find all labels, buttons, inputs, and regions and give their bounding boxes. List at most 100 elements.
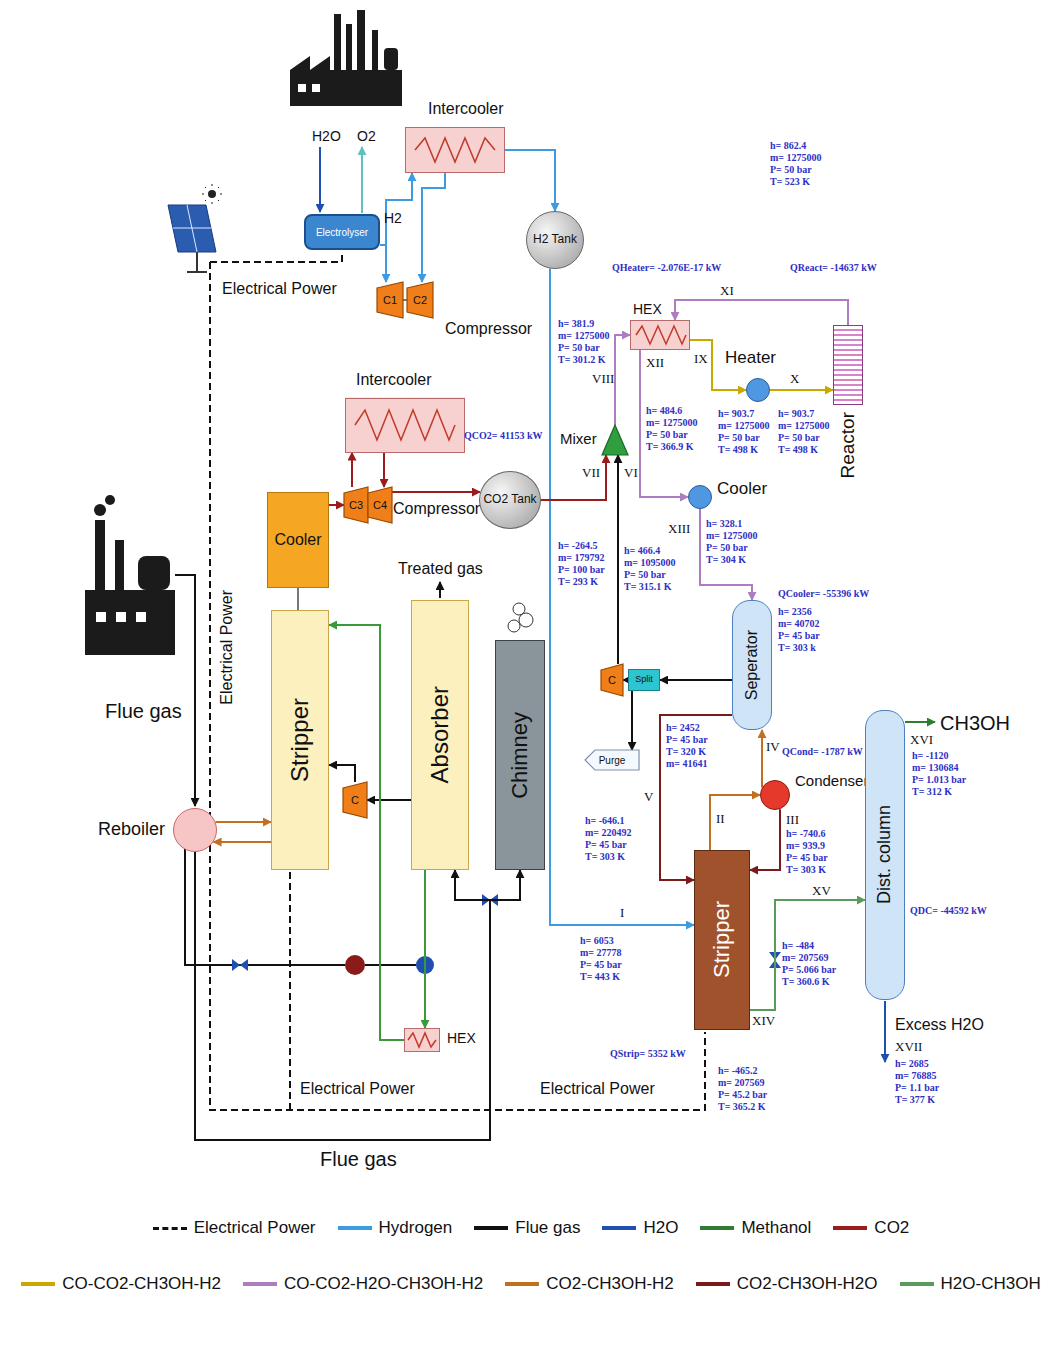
stream-number: IV — [766, 740, 780, 754]
stream-data: T= 312 K — [912, 786, 952, 798]
legend-label: CO2-CH3OH-H2 — [546, 1274, 674, 1294]
stream-data: h= -740.6 — [786, 828, 826, 840]
stream-data: m= 1275000 — [558, 330, 610, 342]
factory-icon — [357, 10, 365, 70]
legend-swatch — [243, 1282, 277, 1286]
compressor-outline — [343, 782, 367, 818]
flow-connector — [329, 765, 355, 782]
legend-label: Hydrogen — [379, 1218, 453, 1238]
product-arrow — [884, 1001, 886, 1062]
node-label: Heater — [725, 349, 776, 368]
heat-exchanger-body — [355, 410, 455, 440]
stream-data: m= 27778 — [580, 947, 622, 959]
legend-item: Hydrogen — [338, 1218, 453, 1238]
flow-connector — [367, 799, 411, 801]
solar-panel — [208, 190, 216, 198]
compressor-outline — [377, 282, 403, 318]
flow-connector — [617, 455, 619, 664]
flow-connector — [424, 870, 426, 1028]
node-label: C — [351, 794, 359, 806]
stream-data: P= 45.2 bar — [718, 1089, 767, 1101]
node-label: Split — [635, 675, 653, 685]
heat-exchanger: HEX — [630, 320, 690, 350]
legend: Electrical PowerHydrogenFlue gasH2OMetha… — [0, 1218, 1062, 1330]
heat-duty: QReact= -14637 kW — [790, 262, 877, 274]
stream-data: h= 903.7 — [778, 408, 814, 420]
legend-swatch — [21, 1282, 55, 1286]
annotation: Excess H2O — [895, 1016, 984, 1034]
annotation: Electrical Power — [300, 1080, 415, 1098]
flow-connector — [550, 269, 694, 925]
mixer: Mixer — [602, 425, 628, 455]
stream-number: X — [790, 372, 799, 386]
compressor: C — [343, 782, 367, 818]
factory-icon — [85, 590, 175, 655]
heat-exchanger-body — [636, 326, 686, 344]
cooler: Cooler — [688, 485, 712, 509]
legend-item: CO-CO2-H2O-CH3OH-H2 — [243, 1274, 483, 1294]
stream-data: m= 207569 — [782, 952, 829, 964]
pump-symbol — [345, 955, 365, 975]
stream-data: P= 45 bar — [786, 852, 828, 864]
stream-data: T= 365.2 K — [718, 1101, 766, 1113]
compressor: C3 — [344, 487, 368, 523]
node-label: Reactor — [838, 412, 859, 479]
stream-data: T= 303 K — [585, 851, 625, 863]
legend-item: H2O-CH3OH — [900, 1274, 1041, 1294]
electrical-power-line — [210, 252, 342, 262]
node-label: C1 — [383, 294, 397, 306]
stream-data: T= 301.2 K — [558, 354, 606, 366]
stream-number: XVII — [895, 1040, 922, 1054]
compressor: C2 — [407, 282, 433, 318]
heat-exchanger-body — [630, 320, 690, 350]
legend-item: CO2 — [833, 1218, 909, 1238]
legend-item: CO2-CH3OH-H2 — [505, 1274, 674, 1294]
solar-panel — [168, 205, 216, 252]
node-label: Chimney — [508, 712, 532, 799]
flue-gas-line — [365, 964, 416, 966]
stream-data: P= 50 bar — [558, 342, 600, 354]
stream-data: m= 1275000 — [718, 420, 770, 432]
stream-number: I — [620, 906, 624, 920]
stream-data: m= 1275000 — [778, 420, 830, 432]
compressor: C — [601, 664, 623, 696]
reboiler: Reboiler — [173, 808, 217, 852]
annotation: Compressor — [393, 500, 480, 518]
flow-connector — [541, 455, 606, 500]
stream-number: XIV — [752, 1014, 775, 1028]
stream-data: P= 5.066 bar — [782, 964, 836, 976]
compressor-outline — [368, 487, 392, 523]
stream-data: T= 443 K — [580, 971, 620, 983]
stream-data: h= 6053 — [580, 935, 614, 947]
intercooler: Intercooler — [345, 398, 465, 453]
stream-data: T= 498 K — [718, 444, 758, 456]
stream-data: T= 315.1 K — [624, 581, 672, 593]
stream-data: P= 1.1 bar — [895, 1082, 939, 1094]
mixer-outline — [602, 425, 628, 455]
stream-data: T= 366.9 K — [646, 441, 694, 453]
heat-duty: QCond= -1787 kW — [782, 746, 863, 758]
legend-swatch — [696, 1282, 730, 1286]
flow-connector — [195, 852, 520, 1140]
flow-connector — [213, 841, 271, 843]
stream-data: h= -264.5 — [558, 540, 598, 552]
stream-number: XV — [812, 884, 831, 898]
stream-data: T= 304 K — [706, 554, 746, 566]
flow-connector — [505, 150, 555, 211]
flow-connector — [403, 299, 407, 301]
factory-icon — [334, 14, 341, 70]
storage-tank: CO2 Tank — [479, 471, 541, 529]
stream-data: P= 1.013 bar — [912, 774, 966, 786]
stream-data: h= 466.4 — [624, 545, 660, 557]
stream-data: m= 76885 — [895, 1070, 937, 1082]
factory-icon — [290, 70, 402, 106]
legend-label: Electrical Power — [194, 1218, 316, 1238]
legend-label: H2O — [643, 1218, 678, 1238]
flow-connector — [351, 453, 353, 488]
heat-exchanger-body — [405, 127, 505, 173]
legend-item: Electrical Power — [153, 1218, 316, 1238]
factory-icon — [136, 612, 146, 622]
stream-data: P= 100 bar — [558, 564, 605, 576]
stream-data: h= 2452 — [666, 722, 700, 734]
